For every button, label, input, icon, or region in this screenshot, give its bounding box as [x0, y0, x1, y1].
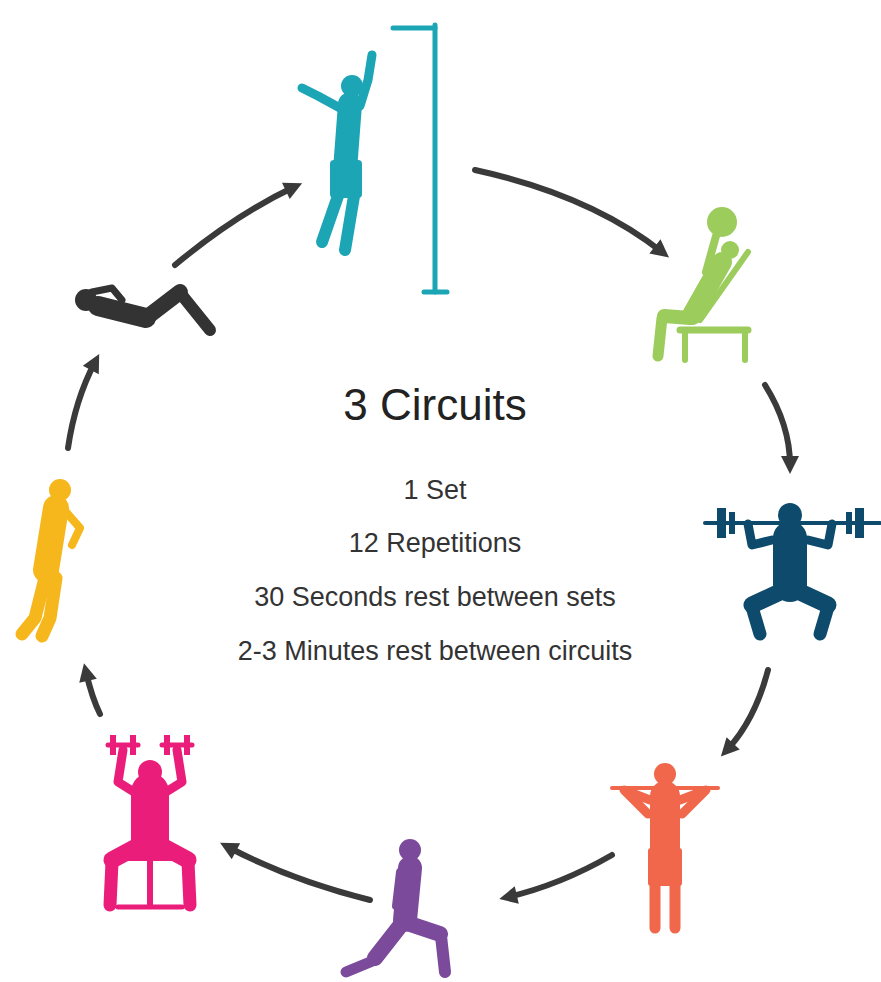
cycle-arrow: [68, 362, 95, 448]
workout-detail: 2-3 Minutes rest between circuits: [0, 634, 870, 668]
upright-row-figure: [612, 763, 718, 928]
jump-figure: [22, 479, 80, 636]
workout-detail: 12 Repetitions: [0, 526, 870, 560]
crunch-figure: [75, 288, 210, 330]
jump-reach-figure: [302, 25, 447, 292]
circuit-title: 3 Circuits: [0, 379, 870, 431]
workout-detail: 1 Set: [0, 473, 870, 507]
cycle-arrow: [475, 170, 662, 252]
cycle-arrow: [86, 672, 100, 714]
cycle-arrow: [765, 385, 790, 465]
lunge-figure: [346, 839, 445, 972]
cycle-arrow: [175, 187, 294, 265]
cycle-arrow: [508, 855, 612, 897]
shoulder-press-figure: [108, 735, 192, 907]
cycle-arrow: [228, 847, 370, 900]
incline-press-figure: [658, 207, 748, 360]
cycle-arrow: [727, 670, 768, 750]
squat-figure: [705, 503, 880, 634]
workout-detail: 30 Seconds rest between sets: [0, 580, 870, 614]
